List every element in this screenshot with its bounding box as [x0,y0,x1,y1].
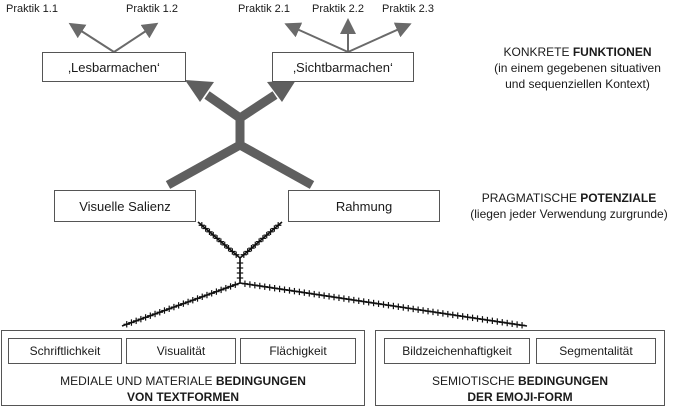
condition-segmentalitaet-label: Segmentalität [559,344,633,358]
textformen-title: MEDIALE UND MATERIALE BEDINGUNGEN VON TE… [2,373,364,405]
arrow-praktik-2-3 [347,22,412,53]
function-lesbarmachen: ‚Lesbarmachen‘ [42,52,186,82]
arrow-praktik-1-2 [113,22,159,53]
condition-segmentalitaet: Segmentalität [536,338,656,364]
condition-schriftlichkeit-label: Schriftlichkeit [29,344,101,358]
thick-arrowhead-left [185,80,214,102]
textformen-conditions-group: Schriftlichkeit Visualität Flächigkeit M… [1,330,365,406]
potential-visuelle-salienz: Visuelle Salienz [54,190,196,222]
potentials-heading-bold: POTENZIALE [580,191,657,205]
functions-description: KONKRETE FUNKTIONEN (in einem gegebenen … [475,44,680,92]
condition-bildzeichenhaftigkeit: Bildzeichenhaftigkeit [384,338,530,364]
condition-visualitaet-label: Visualität [156,344,206,358]
thick-left-out [204,91,243,122]
praktik-arrows [68,18,412,53]
thick-right-in [237,141,315,189]
textformen-title-line2: VON TEXTFORMEN [126,390,239,404]
emoji-conditions-group: Bildzeichenhaftigkeit Segmentalität SEMI… [375,330,665,406]
thick-arrowhead-right [267,80,296,102]
potentials-heading-plain: PRAGMATISCHE [481,191,581,205]
functions-description-line3: und sequenziellen Kontext) [505,77,650,91]
praktik-2-1-label: Praktik 2.1 [238,3,290,15]
potentials-description-line2: (liegen jeder Verwendung zurgrunde) [470,207,668,221]
hatch-ticks [123,222,526,329]
potential-rahmung: Rahmung [288,190,440,222]
thick-right-out [237,91,278,122]
function-sichtbarmachen-label: ‚Sichtbarmachen‘ [293,59,393,75]
condition-flaechigkeit-label: Flächigkeit [269,344,327,358]
praktik-1-1-label: Praktik 1.1 [6,3,58,15]
potentials-description: PRAGMATISCHE POTENZIALE (liegen jeder Ve… [455,190,683,222]
praktik-1-2-label: Praktik 1.2 [126,3,178,15]
emoji-title: SEMIOTISCHE BEDINGUNGEN DER EMOJI-FORM [376,373,664,405]
condition-flaechigkeit: Flächigkeit [240,338,356,364]
thick-arrows [165,91,315,189]
functions-heading-plain: KONKRETE [503,45,573,59]
potential-rahmung-label: Rahmung [335,198,393,214]
emoji-title-bold: BEDINGUNGEN [518,374,609,388]
function-lesbarmachen-label: ‚Lesbarmachen‘ [68,59,160,75]
functions-description-line2: (in einem gegebenen situativen [494,61,661,75]
condition-visualitaet: Visualität [126,338,236,364]
emoji-title-plain: SEMIOTISCHE [431,374,518,388]
potential-salienz-label: Visuelle Salienz [79,198,171,214]
textformen-title-bold: BEDINGUNGEN [215,374,306,388]
arrow-praktik-2-1 [284,22,349,53]
condition-schriftlichkeit: Schriftlichkeit [8,338,122,364]
thick-left-in [165,141,243,189]
textformen-title-plain: MEDIALE UND MATERIALE [60,374,216,388]
hatched-connectors [121,221,528,327]
condition-bildzeichenhaftigkeit-label: Bildzeichenhaftigkeit [402,344,512,358]
functions-heading-bold: FUNKTIONEN [572,45,652,59]
praktik-2-2-label: Praktik 2.2 [312,3,364,15]
hatch-upper-y [197,221,283,260]
praktik-2-3-label: Praktik 2.3 [382,3,434,15]
function-sichtbarmachen: ‚Sichtbarmachen‘ [272,52,414,82]
emoji-title-line2: DER EMOJI-FORM [467,390,573,404]
arrow-praktik-1-1 [68,22,115,53]
